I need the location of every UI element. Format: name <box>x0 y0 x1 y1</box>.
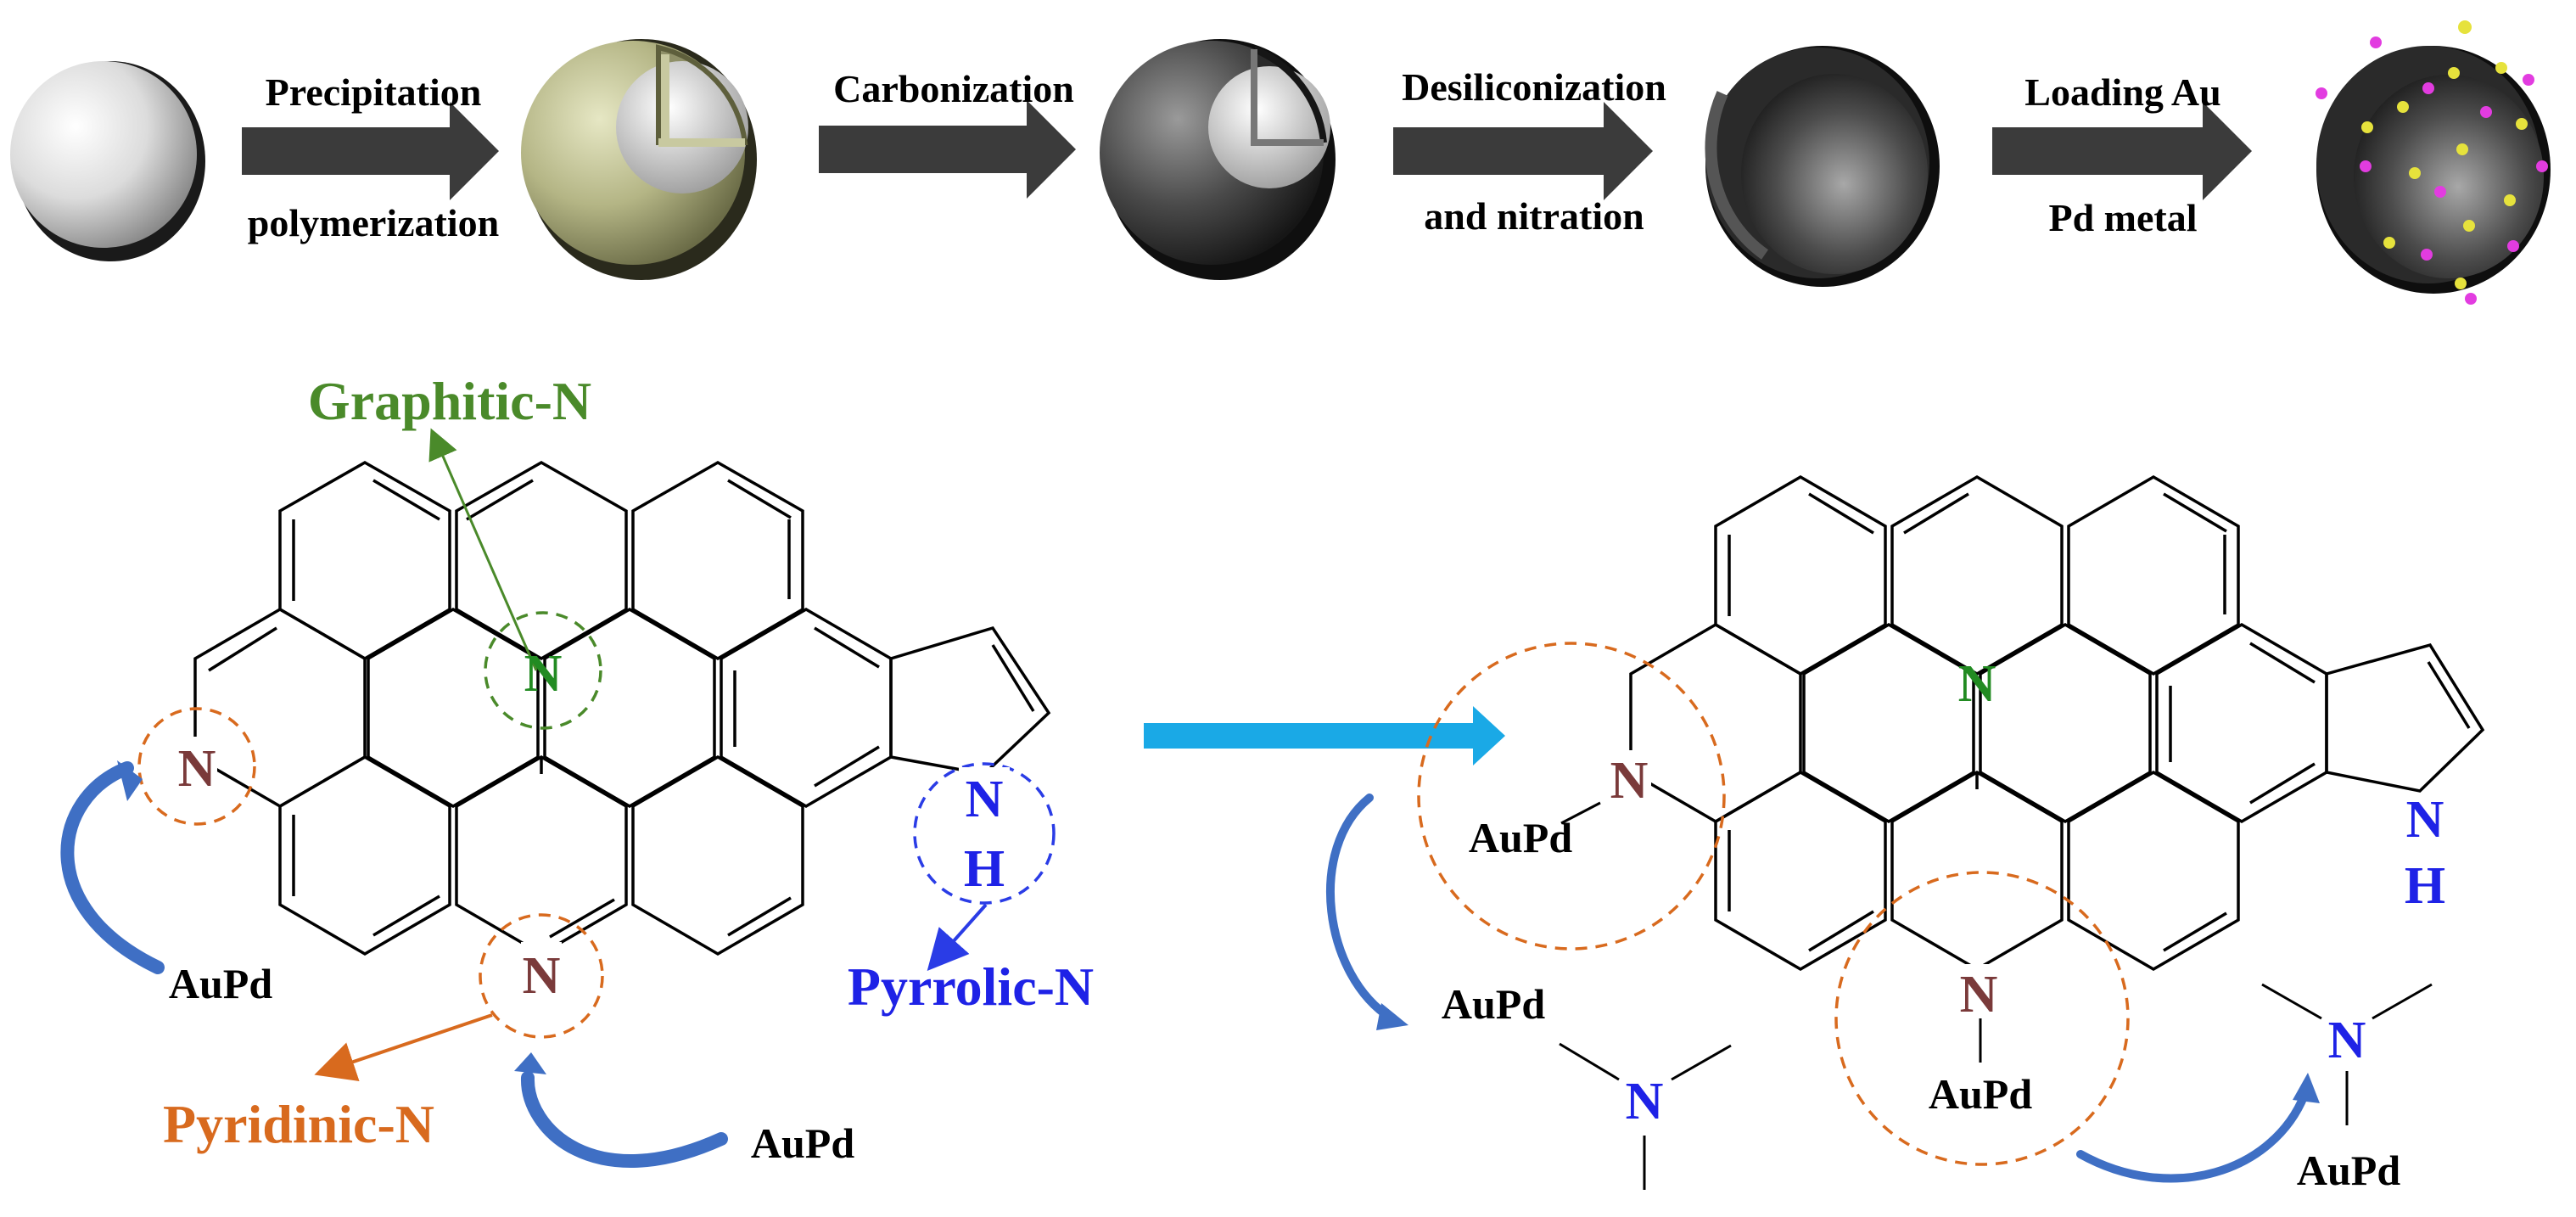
ring-right-6 <box>1979 622 2152 824</box>
silica-sphere-icon <box>10 61 205 261</box>
ring-right-8 <box>1714 770 1887 972</box>
step-2-label-line1: Carbonization <box>833 67 1074 110</box>
pyridinic-n-atom-right-left: N <box>1610 752 1649 810</box>
graphitic-n-label: Graphitic-N <box>308 371 591 431</box>
step-4-label-line2: Pd metal <box>2048 196 2197 239</box>
left-annotations: Graphitic-N N N N Pyridinic-N N H Pyrrol… <box>60 371 1094 1168</box>
step-4-label-line1: Loading Au <box>2024 70 2220 114</box>
step-arrow-2 <box>819 100 1076 199</box>
pyrrolic-h-atom: H <box>964 840 1005 898</box>
amine-n-left: N <box>1626 1073 1664 1130</box>
pyrrolic-h-atom-right: H <box>2405 857 2445 915</box>
ring-left-7 <box>720 607 893 809</box>
ring-right-10 <box>2067 770 2240 972</box>
pyridinic-n-atom-right-bottom: N <box>1960 966 1998 1024</box>
amine-group-right <box>2261 983 2433 1125</box>
ring-right-2 <box>1890 474 2064 676</box>
pyridinic-n-label: Pyridinic-N <box>163 1094 434 1154</box>
pyrrolic-n-label: Pyrrolic-N <box>848 956 1094 1017</box>
aupd-loaded-shell-icon <box>2316 20 2551 305</box>
step-3-label-line1: Desiliconization <box>1402 65 1666 109</box>
ring-left-5 <box>367 607 540 809</box>
step-3-label-line2: and nitration <box>1424 194 1644 238</box>
transition-arrow <box>1144 706 1505 766</box>
hollow-shell-icon <box>1705 46 1940 287</box>
step-arrow-1 <box>242 102 499 200</box>
ring-right-3 <box>2067 474 2240 676</box>
graphitic-n-atom-right: N <box>1958 655 1996 713</box>
aupd-bound-left: AuPd <box>1469 814 1572 861</box>
ring-right-1 <box>1714 474 1887 676</box>
ring-right-pyrrole <box>2325 642 2485 793</box>
ring-left-10 <box>631 754 804 956</box>
ring-left-3 <box>631 460 804 661</box>
ring-left-1 <box>278 460 451 661</box>
aupd-label-left: AuPd <box>169 960 272 1007</box>
molecule-left <box>193 460 1051 956</box>
ring-left-2 <box>455 460 628 661</box>
pyridinic-n-atom-bottom: N <box>523 947 561 1005</box>
right-annotations: N N AuPd AuPd N N AuPd N H <box>1325 642 2445 1194</box>
ring-left-4 <box>193 607 367 809</box>
step-arrow-3 <box>1393 102 1653 200</box>
pyridinic-n-atom-left: N <box>178 740 216 798</box>
nanoparticle-dots <box>2316 20 2548 305</box>
ring-left-9 <box>455 754 628 956</box>
step-1-label-line2: polymerization <box>248 201 499 244</box>
step-1-label-line1: Precipitation <box>266 70 482 114</box>
coated-sphere-icon <box>521 39 757 280</box>
ring-left-8 <box>278 754 451 956</box>
pyrrolic-n-atom-right: N <box>2406 791 2444 849</box>
aupd-free-left: AuPd <box>1442 980 1545 1028</box>
aupd-label-bottom: AuPd <box>751 1119 854 1167</box>
ring-left-pyrrole <box>889 625 1051 776</box>
amine-n-right: N <box>2328 1012 2366 1069</box>
aupd-bound-right: AuPd <box>2297 1147 2400 1194</box>
process-row: Precipitation polymerization Carbonizati… <box>10 20 2551 305</box>
ring-left-6 <box>543 607 716 809</box>
amine-group-left <box>1559 1042 1732 1190</box>
ring-right-4 <box>1629 622 1802 824</box>
graphitic-n-atom: N <box>524 645 563 703</box>
ring-right-5 <box>1802 622 1975 824</box>
ring-right-7 <box>2155 622 2328 824</box>
pyrrolic-n-atom: N <box>966 771 1004 828</box>
ring-right-9 <box>1890 770 2064 972</box>
carbon-sphere-icon <box>1100 39 1336 280</box>
molecule-right <box>1629 474 2485 972</box>
aupd-bound-bottom: AuPd <box>1929 1070 2032 1118</box>
step-arrow-4 <box>1992 102 2252 200</box>
